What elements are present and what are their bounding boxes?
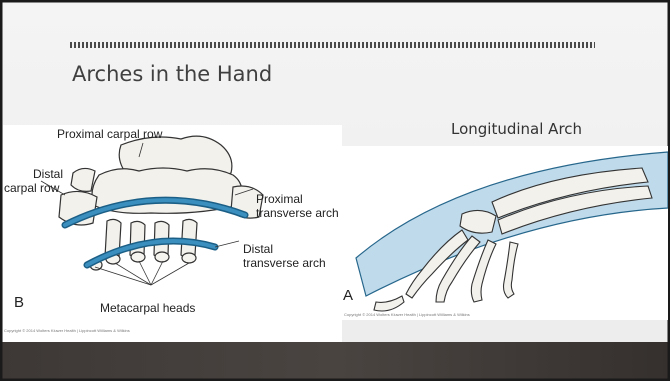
panel-letter-a: A — [343, 287, 353, 304]
label-distal-arch: Distal — [243, 243, 273, 257]
label-distal: Distal — [33, 168, 63, 182]
right-copyright: Copyright © 2014 Wolters Kluwer Health |… — [344, 312, 470, 317]
longitudinal-arch-figure — [342, 146, 668, 320]
title-dotted-rule — [70, 42, 595, 48]
longitudinal-arch-title: Longitudinal Arch — [451, 120, 582, 138]
label-distal-transverse-arch: transverse arch — [243, 257, 326, 271]
left-copyright: Copyright © 2014 Wolters Kluwer Health |… — [4, 328, 130, 333]
label-proximal: Proximal — [256, 193, 303, 207]
label-proximal-carpal-row: Proximal carpal row — [57, 128, 162, 142]
label-carpal-row: carpal row — [4, 182, 59, 196]
panel-letter-b: B — [14, 294, 24, 311]
label-metacarpal-heads: Metacarpal heads — [100, 302, 195, 316]
label-proximal-transverse-arch: transverse arch — [256, 207, 339, 221]
page-title: Arches in the Hand — [72, 62, 272, 86]
